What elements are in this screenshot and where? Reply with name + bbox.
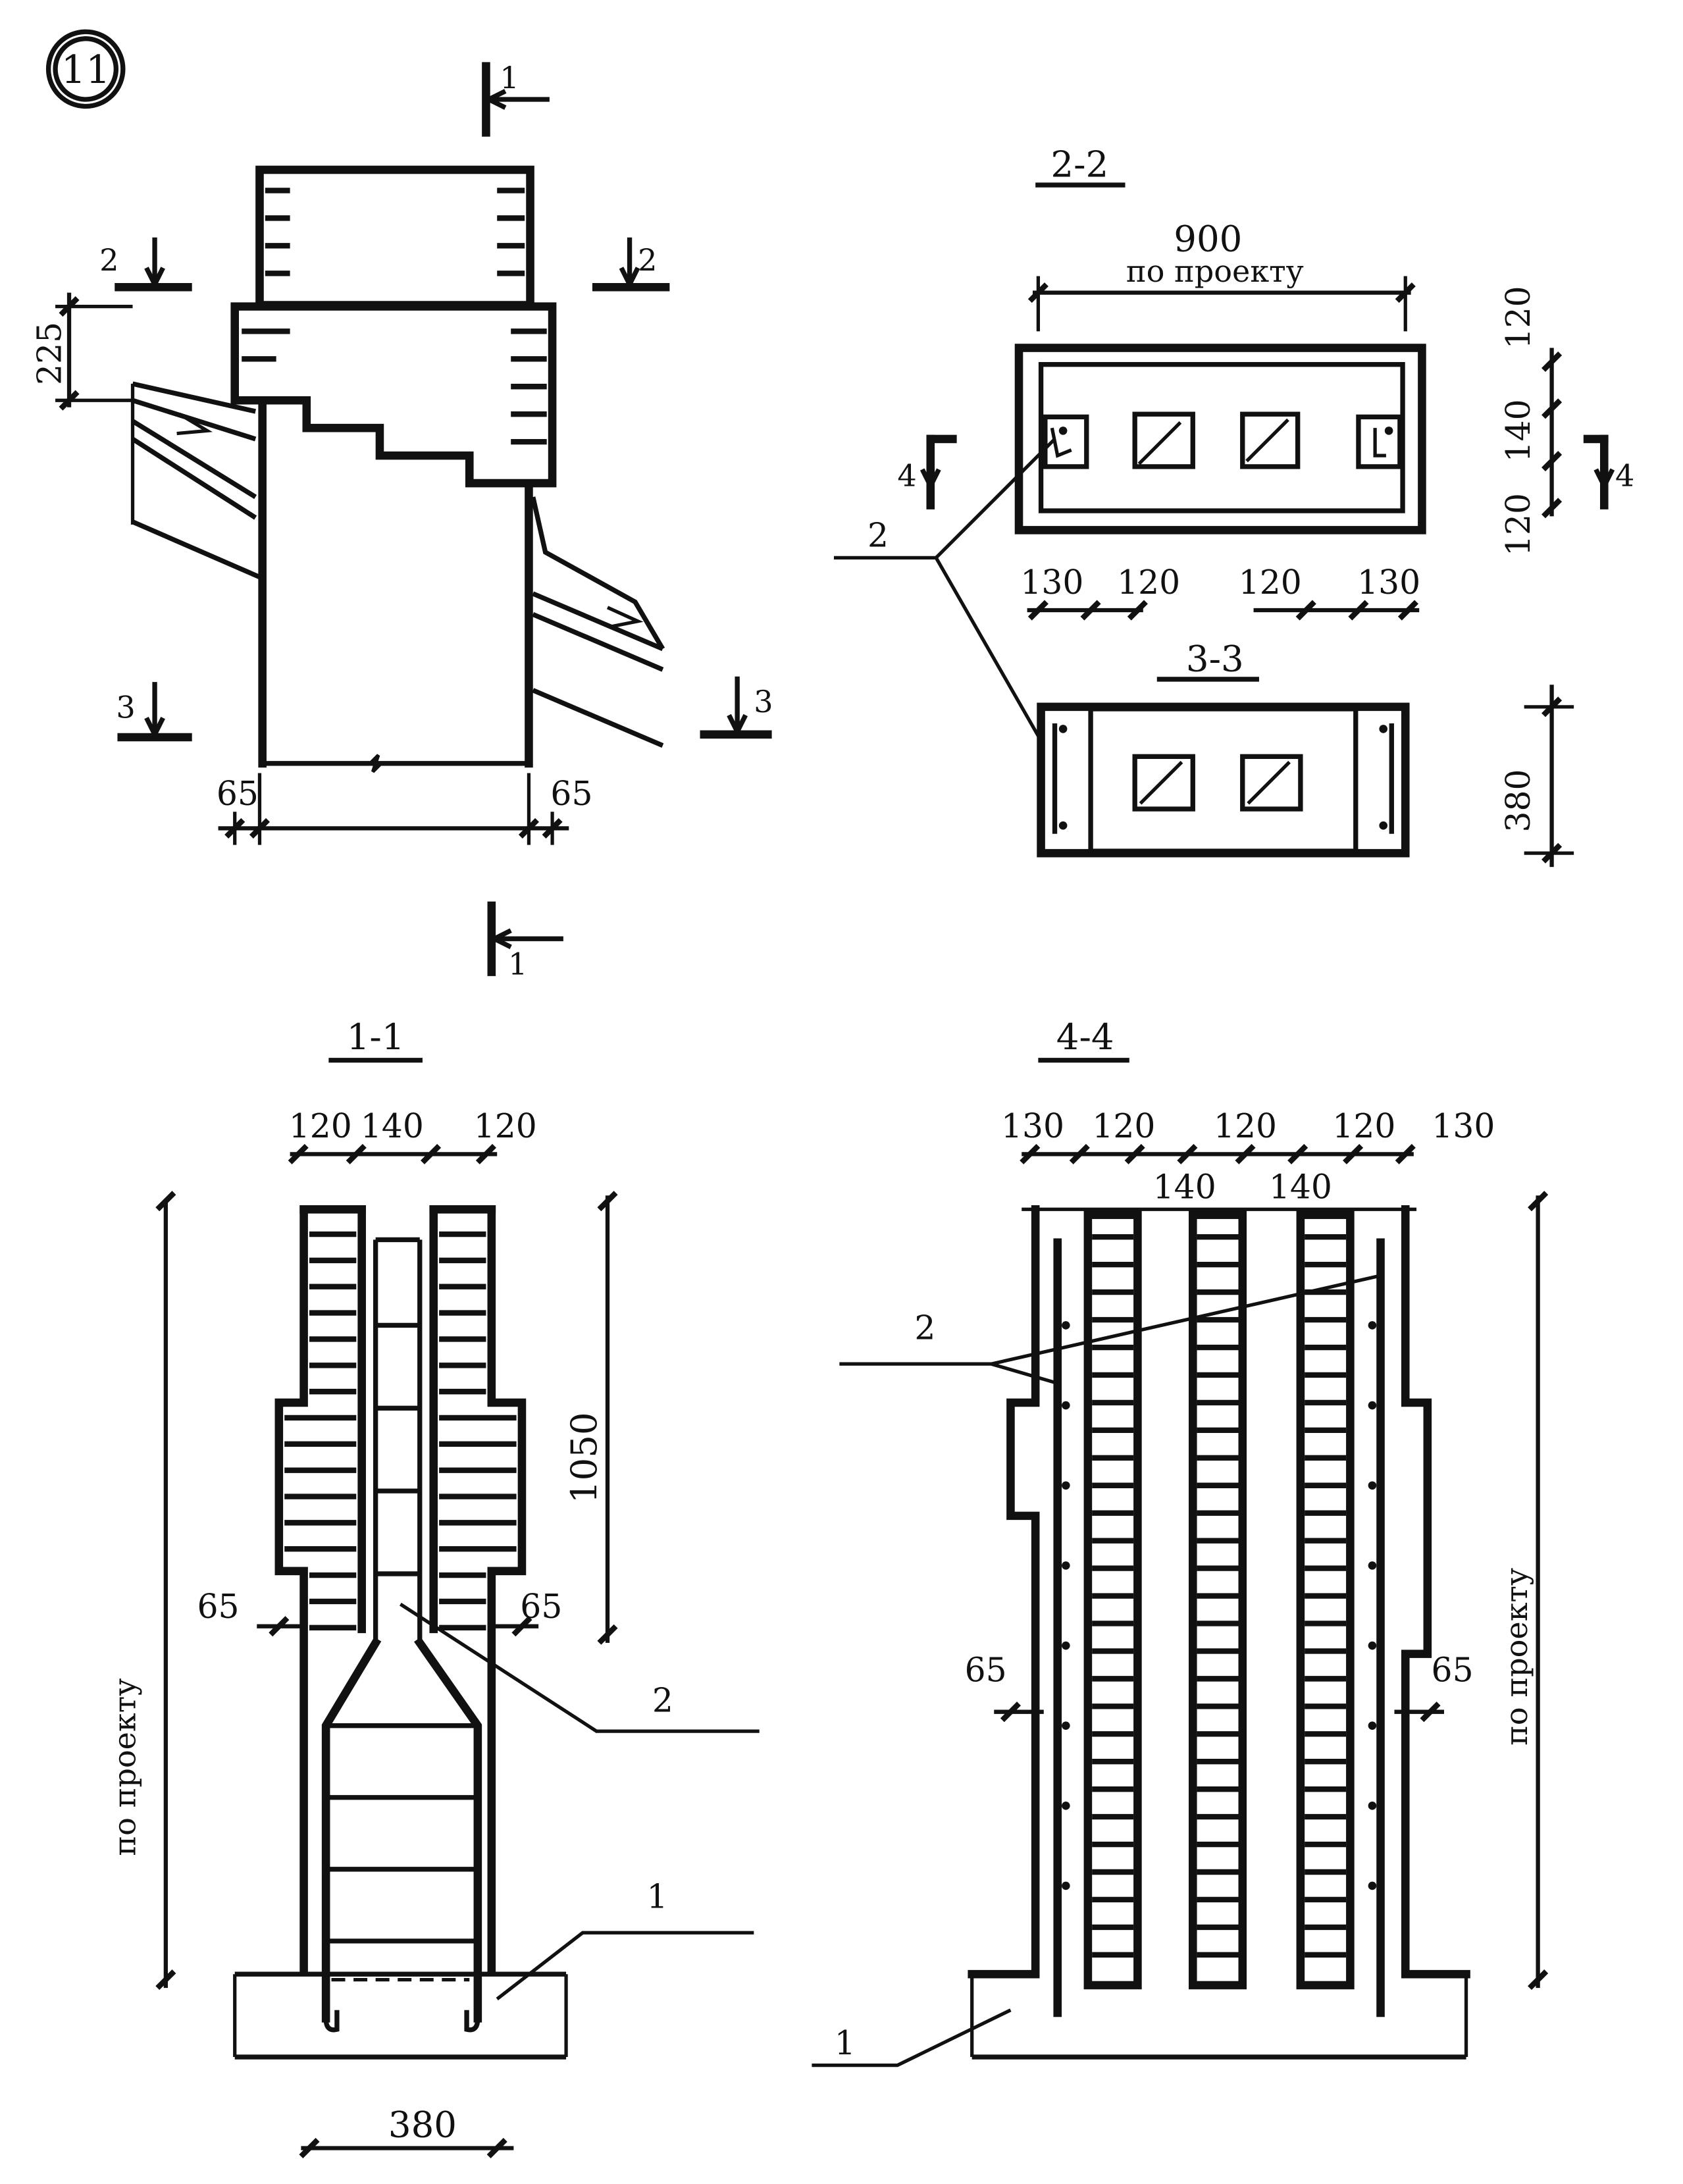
rebar-dot bbox=[1062, 1401, 1070, 1410]
dim-225-label: 225 bbox=[30, 322, 68, 385]
total-height-note: по проекту bbox=[107, 1678, 143, 1856]
rebar-dot bbox=[1368, 1881, 1377, 1890]
cut-mark-4-right: 4 bbox=[1583, 434, 1634, 509]
rebar-dot bbox=[1368, 1321, 1377, 1330]
cut-mark-3-left: 3 bbox=[116, 682, 192, 742]
width-note: по проекту bbox=[1126, 253, 1304, 289]
sheet-number-badge: 11 bbox=[45, 29, 126, 109]
section-3-3: 3-3 380 bbox=[1037, 637, 1574, 868]
rebar-dot bbox=[1062, 1321, 1070, 1330]
rebar-dot bbox=[1062, 1881, 1070, 1890]
leader-2: 2 bbox=[833, 438, 1056, 746]
section-2-2: 2-2 900 по проекту 120 140 120 bbox=[833, 143, 1634, 746]
dim-right-3: 120 bbox=[1499, 493, 1538, 556]
elevation-upper-courses bbox=[265, 188, 525, 276]
section-4-4-courses bbox=[1092, 1234, 1347, 1958]
elevation-bottom-dims: 65 65 bbox=[217, 773, 592, 845]
cut-mark-label: 3 bbox=[754, 684, 773, 719]
cut-mark-1-top: 1 bbox=[482, 60, 550, 137]
cut-mark-label: 1 bbox=[500, 60, 519, 95]
section-1-1-courses bbox=[284, 1231, 517, 1630]
width-900: 900 bbox=[1174, 218, 1242, 260]
rebar-dot bbox=[1062, 1561, 1070, 1570]
dim-top-2: 120 bbox=[1092, 1106, 1155, 1145]
total-height-note: по проекту bbox=[1499, 1568, 1534, 1746]
rebar-dot bbox=[1062, 1641, 1070, 1650]
dim-65-left: 65 bbox=[965, 1651, 1007, 1690]
dim-right-1: 120 bbox=[1499, 286, 1538, 349]
dim-bottom-2: 120 bbox=[1117, 563, 1180, 602]
rebar-dot bbox=[1368, 1721, 1377, 1730]
dim-top-2: 140 bbox=[361, 1106, 424, 1145]
dim-top-4: 120 bbox=[1332, 1106, 1395, 1145]
leader-2-label: 2 bbox=[652, 1681, 673, 1720]
cut-mark-label: 3 bbox=[116, 690, 135, 725]
cut-mark-label: 1 bbox=[508, 947, 527, 982]
cut-mark-label: 2 bbox=[638, 242, 657, 278]
dim-top-5: 130 bbox=[1432, 1106, 1495, 1145]
leader-2-label: 2 bbox=[867, 516, 889, 555]
rebar-dot bbox=[1368, 1481, 1377, 1490]
cut-mark-4-left: 4 bbox=[897, 434, 957, 509]
dim-65-left: 65 bbox=[217, 774, 259, 813]
section-3-3-title: 3-3 bbox=[1186, 637, 1244, 679]
dim-top-3: 120 bbox=[474, 1106, 537, 1145]
cut-mark-2-left: 2 bbox=[99, 237, 192, 292]
leader-1-label: 1 bbox=[646, 1877, 667, 1916]
dim-65-left: 65 bbox=[197, 1587, 240, 1626]
cut-mark-1-bottom: 1 bbox=[487, 901, 563, 982]
rebar-dot bbox=[1062, 1802, 1070, 1810]
cut-mark-label: 4 bbox=[1615, 457, 1634, 493]
dim-top-3: 120 bbox=[1214, 1106, 1277, 1145]
dim-top-1: 130 bbox=[1001, 1106, 1064, 1145]
dim-mid-2: 140 bbox=[1269, 1167, 1332, 1206]
rebar-dot bbox=[1368, 1561, 1377, 1570]
section-4-4-title: 4-4 bbox=[1056, 1016, 1114, 1058]
dim-bottom-1: 130 bbox=[1020, 563, 1083, 602]
sheet-number: 11 bbox=[61, 47, 111, 92]
section-2-2-bottom-dims: 130 120 120 130 bbox=[1020, 563, 1420, 621]
dim-65-right: 65 bbox=[1432, 1651, 1474, 1690]
section-2-2-title: 2-2 bbox=[1050, 143, 1108, 185]
rebar-dot bbox=[1368, 1641, 1377, 1650]
rebar-dot bbox=[1368, 1802, 1377, 1810]
dim-380: 380 bbox=[1499, 769, 1538, 832]
rebar-dot bbox=[1062, 1721, 1070, 1730]
rebar-dot bbox=[1062, 1481, 1070, 1490]
elevation-left-slope bbox=[130, 381, 261, 580]
dim-right-2: 140 bbox=[1499, 399, 1538, 462]
dim-65-right: 65 bbox=[520, 1587, 562, 1626]
cut-mark-label: 2 bbox=[99, 242, 118, 278]
rebar-dot bbox=[1368, 1401, 1377, 1410]
section-1-1-title: 1-1 bbox=[347, 1016, 405, 1058]
dim-bottom-3: 120 bbox=[1239, 563, 1302, 602]
dim-1050: 1050 bbox=[563, 1412, 605, 1503]
dim-mid-1: 140 bbox=[1153, 1167, 1216, 1206]
dim-top-1: 120 bbox=[289, 1106, 352, 1145]
cut-mark-label: 4 bbox=[897, 457, 916, 493]
cut-mark-2-right: 2 bbox=[592, 237, 670, 292]
section-4-4: 4-4 130 120 120 120 130 140 140 bbox=[812, 1016, 1549, 2067]
leader-2-label: 2 bbox=[914, 1308, 935, 1347]
dim-225: 225 bbox=[30, 292, 133, 411]
cut-mark-3-right: 3 bbox=[700, 676, 773, 739]
elevation-right-slope bbox=[531, 496, 665, 748]
dim-380-base: 380 bbox=[388, 2104, 457, 2146]
dim-bottom-4: 130 bbox=[1357, 563, 1420, 602]
dim-65-right: 65 bbox=[550, 774, 592, 813]
section-1-1: 1-1 120 140 120 bbox=[107, 1016, 760, 2159]
leader-1-label: 1 bbox=[835, 2023, 856, 2062]
elevation-view: 1 1 2 2 3 bbox=[30, 60, 773, 981]
